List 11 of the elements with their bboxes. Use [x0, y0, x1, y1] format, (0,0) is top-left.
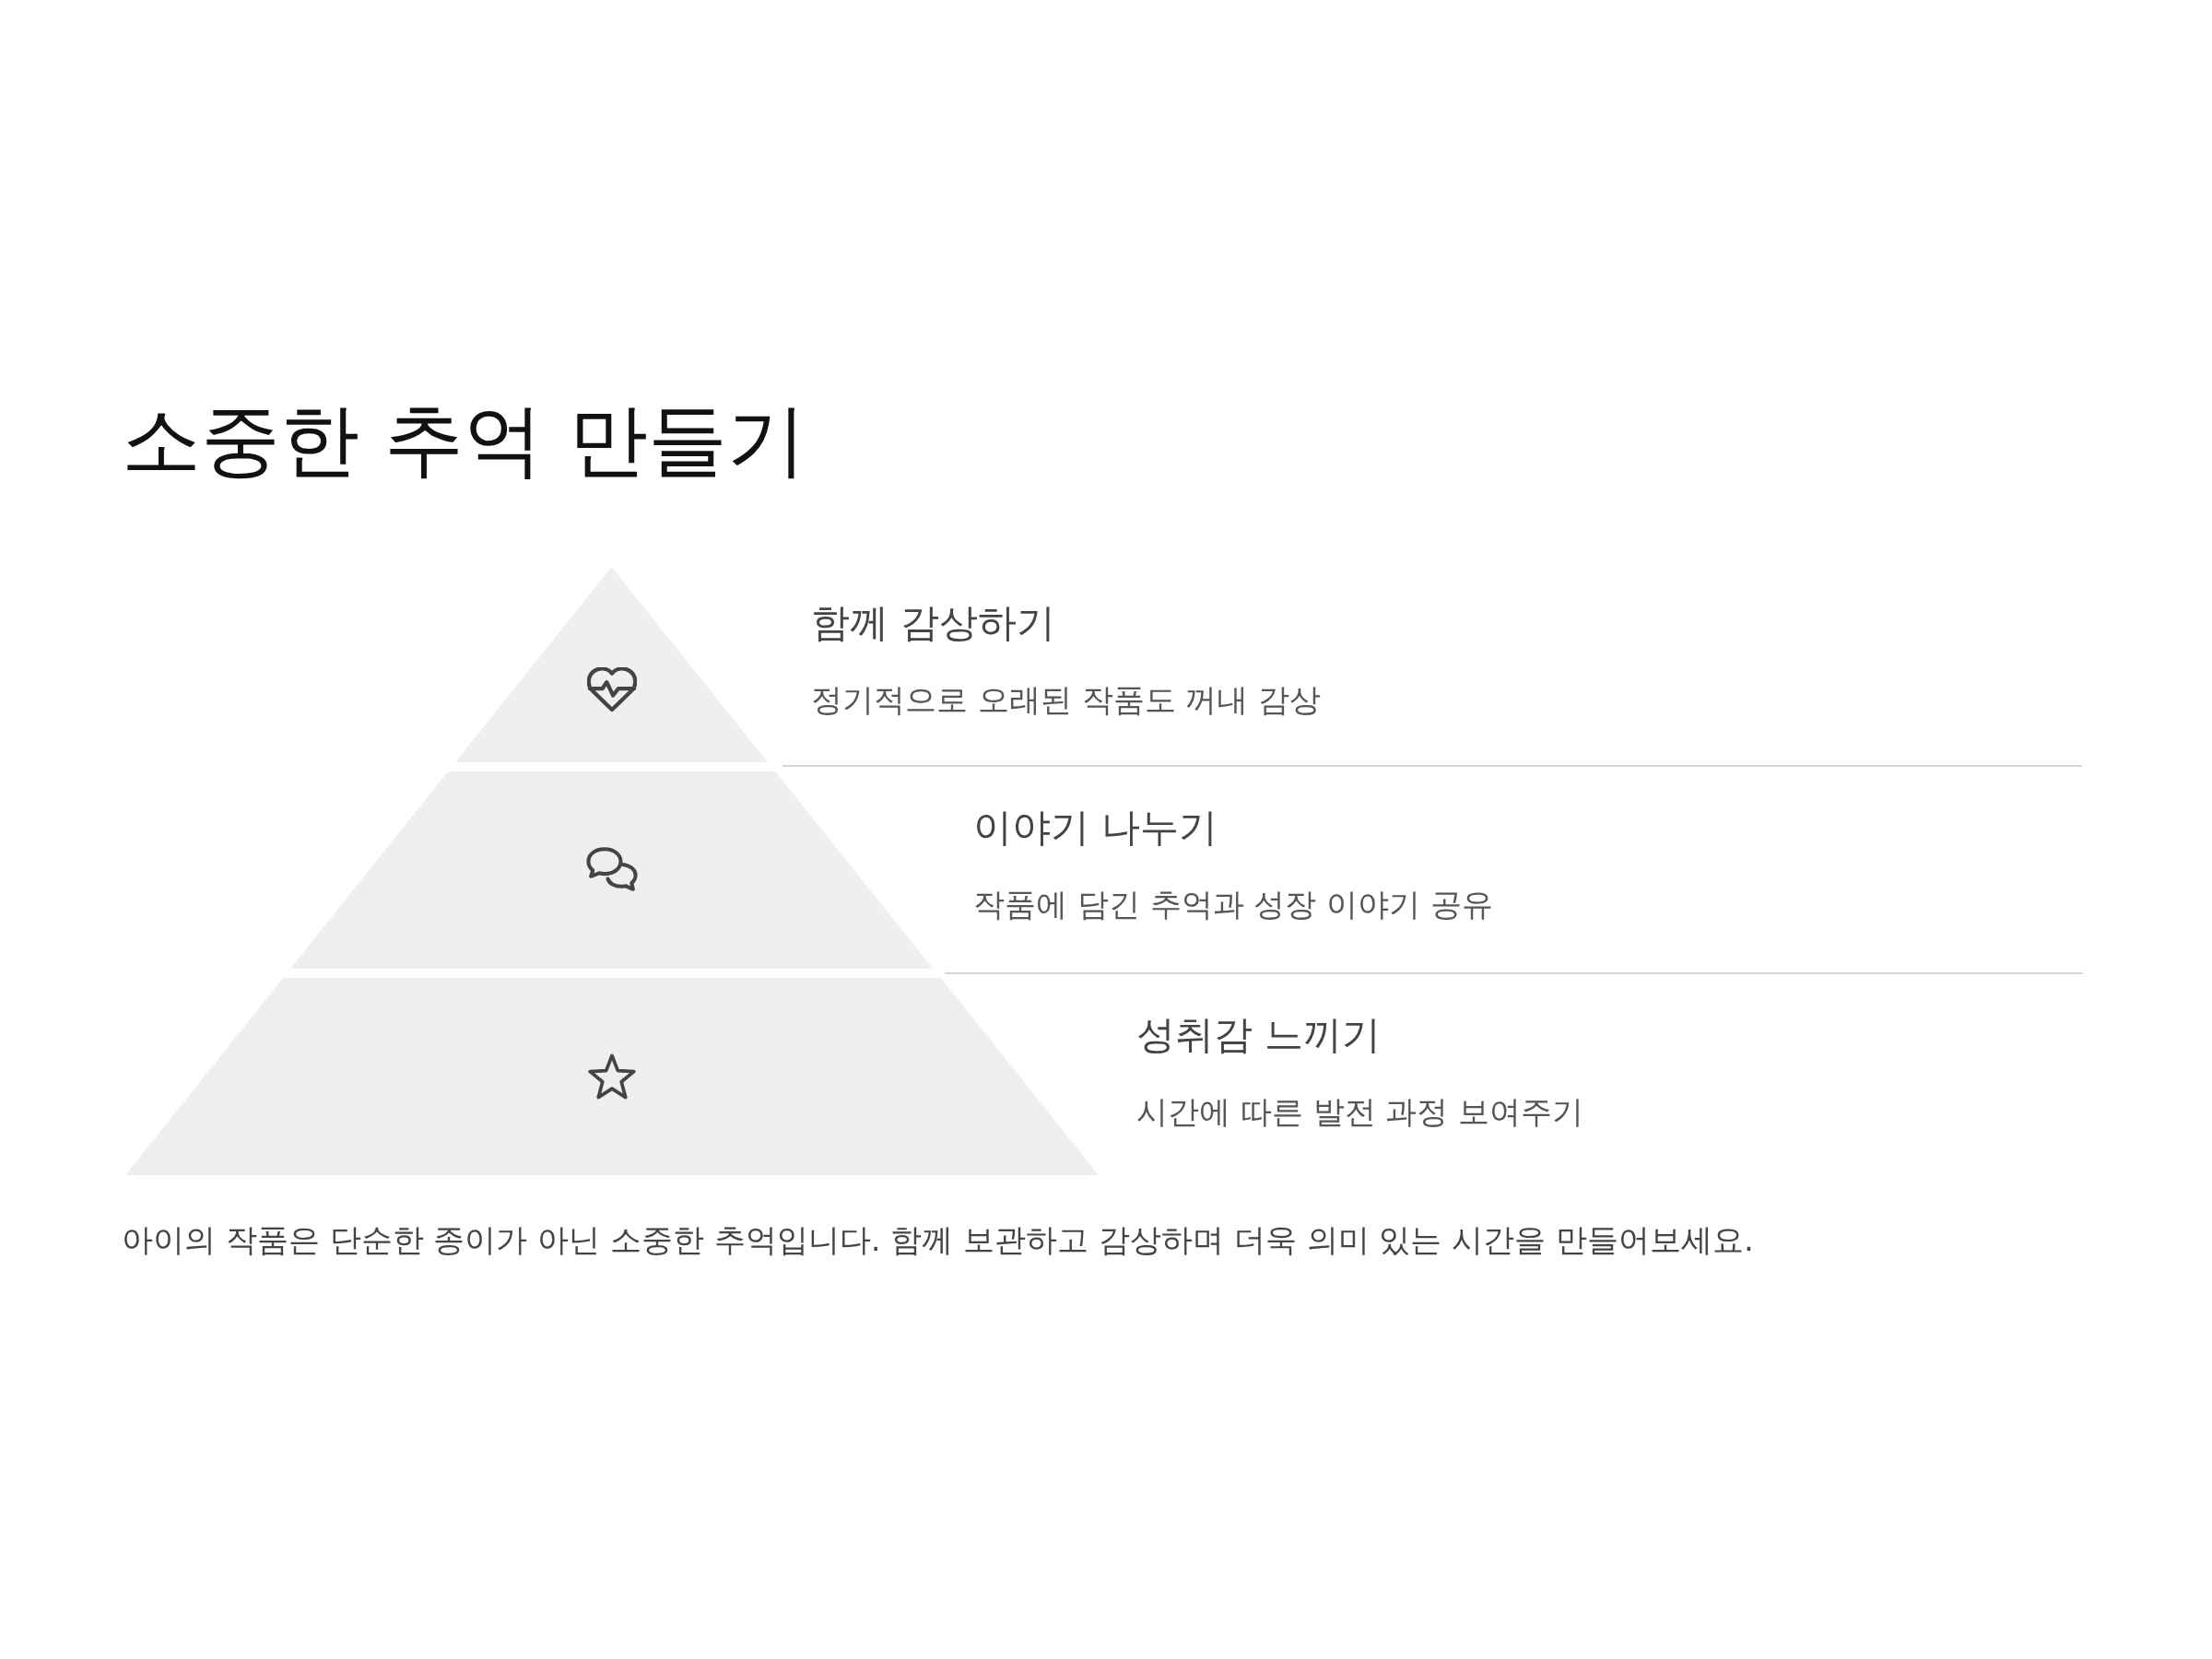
tier-heading: 성취감 느끼기: [1136, 1011, 1382, 1059]
caption-text: 아이의 작품은 단순한 종이가 아닌 소중한 추억입니다. 함께 보관하고 감상하며 더욱 의미 있는 시간을 만들어보세요.: [122, 1220, 1754, 1259]
tier-description: 시간에 따른 발전 과정 보여주기: [1136, 1092, 1584, 1131]
pyramid-tier: [125, 978, 1099, 1175]
tier-heading: 이야기 나누기: [973, 804, 1218, 852]
tier-heading: 함께 감상하기: [811, 599, 1056, 647]
diagram-title: 소중한 추억 만들기: [122, 393, 806, 488]
pyramid-tier: [290, 771, 934, 969]
tier-description: 정기적으로 오래된 작품도 꺼내 감상: [811, 680, 1322, 719]
tier-description: 작품에 담긴 추억과 성장 이야기 공유: [973, 885, 1494, 924]
pyramid-top-tier: [455, 567, 769, 762]
